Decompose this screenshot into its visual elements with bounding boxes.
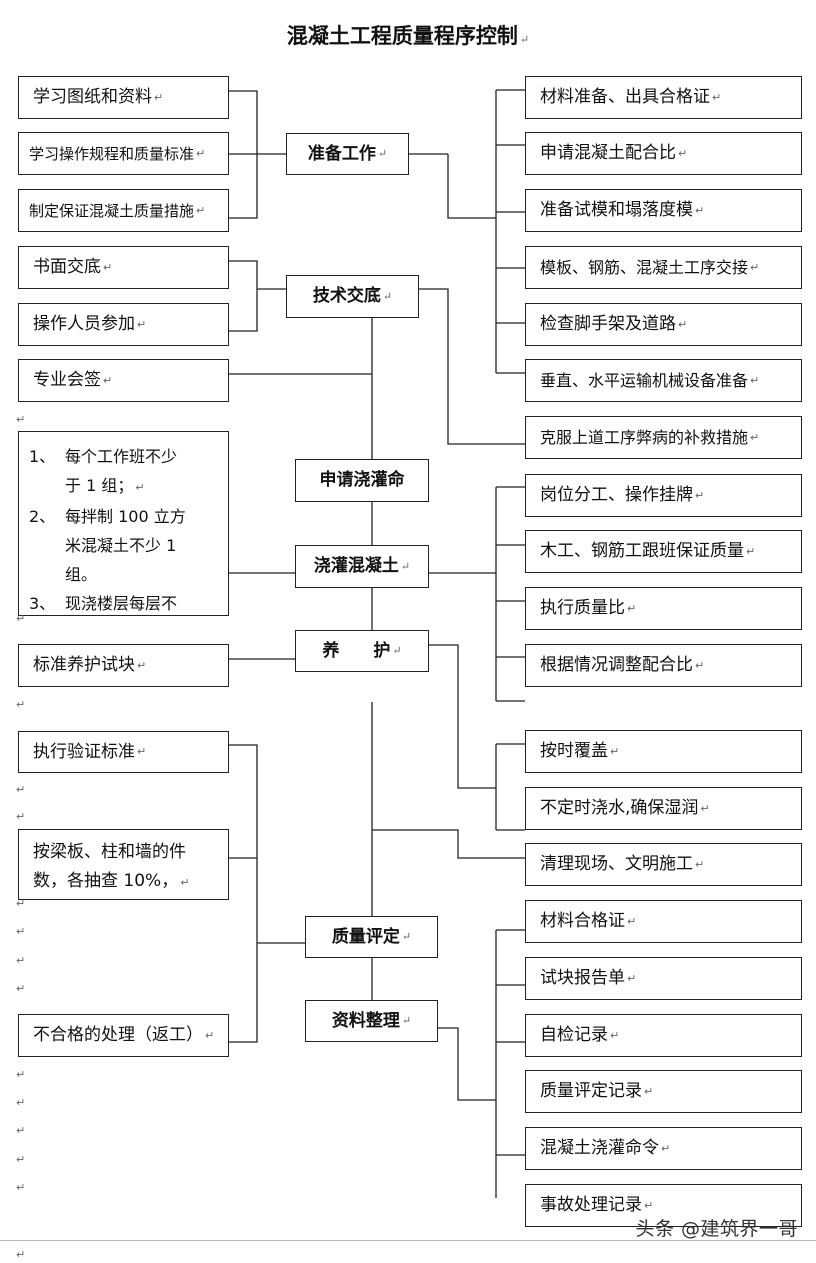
watermark: 头条 @建筑界一哥 — [635, 1218, 798, 1240]
node-trades: 木工、钢筋工跟班保证质量↵ — [525, 530, 802, 573]
node-written-brief: 书面交底↵ — [18, 246, 229, 289]
node-study-rules: 学习操作规程和质量标准↵ — [18, 132, 229, 175]
paragraph-mark: ↵ — [16, 1248, 26, 1261]
node-tech-brief: 技术交底↵ — [286, 275, 419, 318]
page-title: 混凝土工程质量程序控制↵ — [286, 23, 530, 48]
node-remedy: 克服上道工序弊病的补救措施↵ — [525, 416, 802, 459]
node-quality-measures: 制定保证混凝土质量措施↵ — [18, 189, 229, 232]
node-verify-standard: 执行验证标准↵ — [18, 731, 229, 773]
node-prep-work: 准备工作↵ — [286, 133, 409, 175]
paragraph-mark: ↵ — [16, 1068, 26, 1081]
node-pour-order: 混凝土浇灌命令↵ — [525, 1127, 802, 1170]
node-cover: 按时覆盖↵ — [525, 730, 802, 773]
paragraph-mark: ↵ — [16, 925, 26, 938]
rule-item-3: 3、现浇楼层每层不 — [29, 594, 178, 613]
node-materials: 材料准备、出具合格证↵ — [525, 76, 802, 119]
paragraph-mark: ↵ — [16, 1096, 26, 1109]
node-eval-record: 质量评定记录↵ — [525, 1070, 802, 1113]
paragraph-mark: ↵ — [16, 1181, 26, 1194]
node-handover: 模板、钢筋、混凝土工序交接↵ — [525, 246, 802, 289]
paragraph-mark: ↵ — [16, 783, 26, 796]
node-operators-join: 操作人员参加↵ — [18, 303, 229, 346]
node-cleanup: 清理现场、文明施工↵ — [525, 843, 802, 886]
node-quality-evaluation: 质量评定↵ — [305, 916, 438, 958]
paragraph-mark: ↵ — [16, 982, 26, 995]
node-document-arrangement: 资料整理↵ — [305, 1000, 438, 1042]
node-sign-off: 专业会签↵ — [18, 359, 229, 402]
paragraph-mark: ↵ — [16, 1124, 26, 1137]
node-transport: 垂直、水平运输机械设备准备↵ — [525, 359, 802, 402]
node-posts: 岗位分工、操作挂牌↵ — [525, 474, 802, 517]
node-scaffold: 检查脚手架及道路↵ — [525, 303, 802, 346]
node-apply-pour: 申请浇灌命 — [295, 459, 429, 502]
node-self-check: 自检记录↵ — [525, 1014, 802, 1057]
paragraph-mark: ↵ — [16, 954, 26, 967]
paragraph-mark: ↵ — [16, 1153, 26, 1166]
rule-item-1: 1、每个工作班不少于 1 组；↵ — [29, 447, 178, 495]
node-nonconforming: 不合格的处理（返工）↵ — [18, 1014, 229, 1057]
node-test-report: 试块报告单↵ — [525, 957, 802, 1000]
node-spot-check: 按梁板、柱和墙的件数，各抽查 10%，↵ — [18, 829, 229, 900]
node-study-drawings: 学习图纸和资料↵ — [18, 76, 229, 119]
paragraph-mark: ↵ — [16, 897, 26, 910]
node-adjust-ratio: 根据情况调整配合比↵ — [525, 644, 802, 687]
paragraph-mark: ↵ — [16, 810, 26, 823]
node-mix-ratio: 申请混凝土配合比↵ — [525, 132, 802, 175]
node-molds: 准备试模和塌落度模↵ — [525, 189, 802, 232]
node-cert: 材料合格证↵ — [525, 900, 802, 943]
node-curing: 养 护↵ — [295, 630, 429, 672]
node-accident: 事故处理记录↵ — [525, 1184, 802, 1227]
paragraph-mark: ↵ — [16, 698, 26, 711]
node-pour-concrete: 浇灌混凝土↵ — [295, 545, 429, 588]
page-bottom-rule — [0, 1240, 816, 1241]
paragraph-mark: ↵ — [16, 612, 26, 625]
node-test-block: 标准养护试块↵ — [18, 644, 229, 687]
node-water: 不定时浇水,确保湿润↵ — [525, 787, 802, 830]
node-exec-ratio: 执行质量比↵ — [525, 587, 802, 630]
paragraph-mark: ↵ — [16, 413, 26, 426]
